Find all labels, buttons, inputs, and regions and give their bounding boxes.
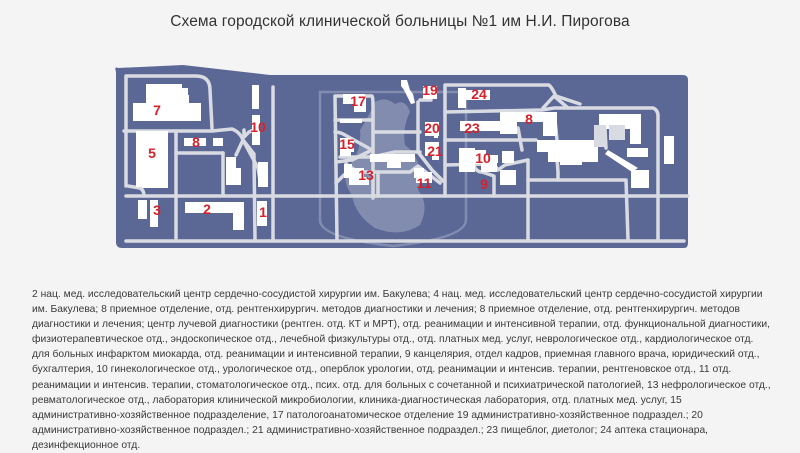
- label-21[interactable]: 21: [427, 143, 443, 159]
- building-9: [500, 170, 516, 185]
- label-1[interactable]: 1: [259, 204, 267, 220]
- building-19: [401, 80, 415, 104]
- label-8b[interactable]: 8: [525, 111, 533, 127]
- label-9[interactable]: 9: [480, 176, 488, 192]
- label-11[interactable]: 11: [417, 175, 432, 191]
- building-10a: [252, 85, 259, 109]
- label-13[interactable]: 13: [358, 167, 374, 183]
- label-2[interactable]: 2: [203, 201, 211, 217]
- label-5[interactable]: 5: [148, 145, 156, 161]
- label-3[interactable]: 3: [153, 202, 161, 218]
- building-15: [340, 138, 351, 156]
- building-8a: [184, 138, 206, 146]
- moscow-emblem-watermark-icon: [318, 90, 468, 248]
- label-10a[interactable]: 10: [250, 119, 266, 135]
- map-legend: 2 нац. мед. исследовательский центр серд…: [32, 289, 771, 451]
- label-23[interactable]: 23: [464, 120, 480, 136]
- label-20[interactable]: 20: [424, 120, 440, 136]
- label-15[interactable]: 15: [339, 136, 355, 152]
- buildings: [133, 80, 674, 230]
- label-24[interactable]: 24: [471, 86, 487, 102]
- label-19[interactable]: 19: [422, 82, 438, 98]
- building-3: [138, 200, 147, 219]
- hospital-map: 7 5 8 10 3 2 1 17 19 15 20 21 13 11 24 2…: [115, 65, 690, 248]
- building-1: [257, 201, 267, 226]
- label-7[interactable]: 7: [153, 102, 161, 118]
- building-23: [460, 121, 502, 131]
- label-17[interactable]: 17: [350, 93, 366, 109]
- label-8a[interactable]: 8: [192, 134, 200, 150]
- label-10b[interactable]: 10: [475, 150, 491, 166]
- building-2: [185, 202, 240, 213]
- page-title: Схема городской клинической больницы №1 …: [170, 13, 630, 30]
- building-13: [344, 164, 352, 178]
